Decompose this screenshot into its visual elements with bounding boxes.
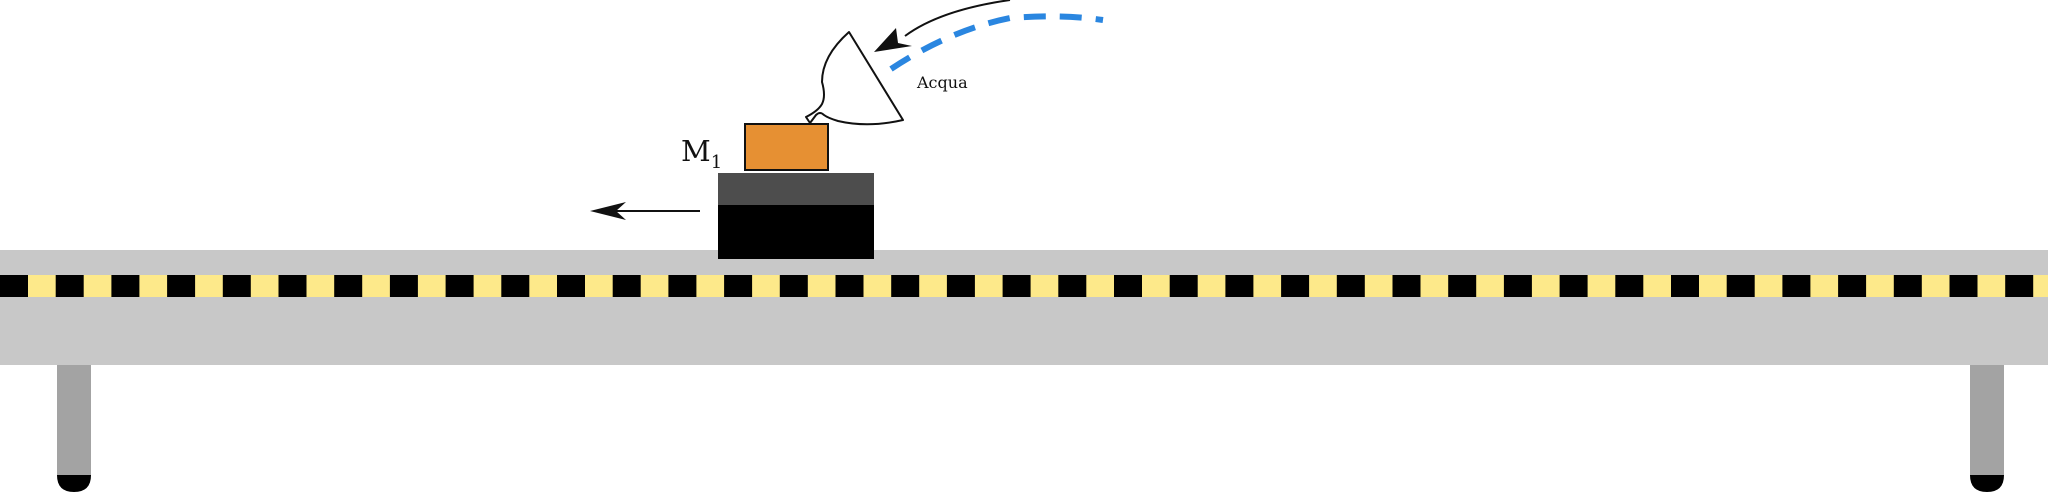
stripe-segment: [1225, 275, 1254, 297]
stripe-segment: [111, 275, 140, 297]
mass-label: M1: [681, 134, 722, 173]
stripe-segment: [1726, 275, 1755, 297]
foot-left: [57, 475, 91, 492]
stripe-segment: [389, 275, 418, 297]
stripe-segment: [1448, 275, 1477, 297]
stripe-segment: [1782, 275, 1811, 297]
stripe-segment: [1615, 275, 1644, 297]
stripe-segment: [1392, 275, 1421, 297]
stripe-segment: [1058, 275, 1087, 297]
stripe-segment: [1949, 275, 1978, 297]
curved-arrow-icon: [874, 0, 1011, 52]
water-stream: [889, 13, 1104, 72]
stripe-segment: [55, 275, 84, 297]
stripe-segment: [1169, 275, 1198, 297]
mass-label-subscript: 1: [711, 152, 722, 173]
stripe-segment: [1671, 275, 1699, 297]
stripe-segment: [1002, 275, 1031, 297]
mass-block: [744, 123, 829, 171]
stripe-segment: [779, 275, 808, 297]
stripe-segment: [1336, 275, 1365, 297]
stripe-segment: [835, 275, 864, 297]
foot-right: [1970, 475, 2004, 492]
stripe-segment: [1114, 275, 1142, 297]
stripe-segment: [1559, 275, 1588, 297]
stripe-segment: [501, 275, 530, 297]
stripe-segment: [724, 275, 753, 297]
stripe-segment: [1503, 275, 1532, 297]
track-body: [0, 250, 2048, 365]
stripe-segment: [612, 275, 641, 297]
stripe-segment: [557, 275, 585, 297]
cart-top: [718, 173, 874, 205]
pitcher-icon: [805, 31, 904, 126]
track: [0, 250, 2048, 365]
stripe-segment: [946, 275, 975, 297]
stripe-segment: [891, 275, 920, 297]
mass-label-main: M: [681, 134, 711, 168]
stripe-segment: [445, 275, 474, 297]
stripe-segment: [1893, 275, 1922, 297]
water-label: Acqua: [916, 73, 968, 92]
stripe-segment: [1281, 275, 1310, 297]
track-leg-right: [1970, 365, 2004, 492]
cart-body: [718, 205, 874, 259]
cart: [718, 173, 874, 259]
stripe-segment: [222, 275, 251, 297]
track-leg-left: [57, 365, 91, 492]
track-stripe: [0, 275, 2048, 297]
stripe-segment: [334, 275, 363, 297]
stripe-segment: [2005, 275, 2034, 297]
stripe-segment: [0, 275, 28, 297]
stripe-segment: [167, 275, 196, 297]
stripe-segment: [668, 275, 697, 297]
arrow-left-icon: [590, 202, 700, 220]
stripe-segment: [1838, 275, 1867, 297]
stripe-segment: [278, 275, 307, 297]
